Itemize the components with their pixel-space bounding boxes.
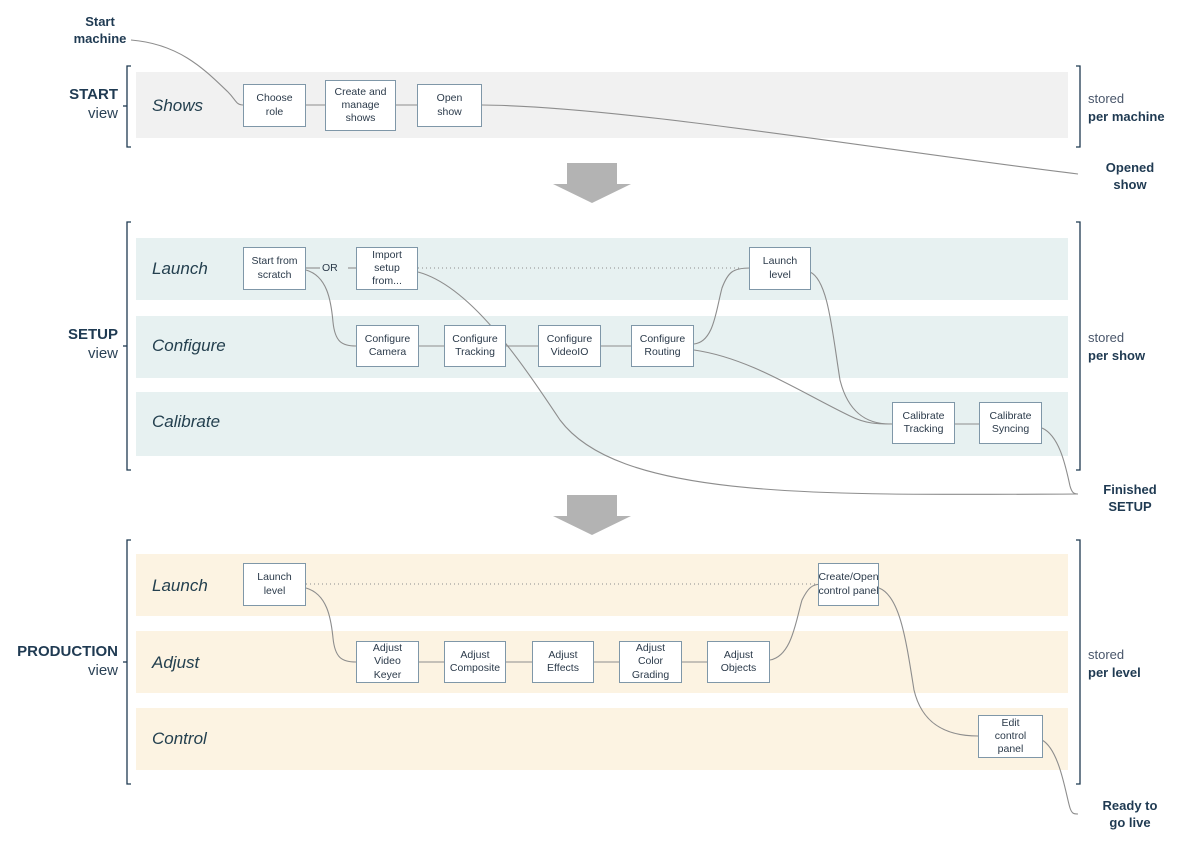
- box-label: Calibrate Syncing: [989, 409, 1032, 435]
- box-label: Configure Tracking: [452, 332, 498, 358]
- box-calibrate-tracking[interactable]: Calibrate Tracking: [892, 402, 955, 444]
- stored-prefix-start: stored: [1088, 91, 1125, 106]
- box-label: Create/Open control panel: [818, 571, 879, 597]
- box-label: Open show: [436, 92, 463, 118]
- box-configure-videoio[interactable]: Configure VideoIO: [538, 325, 601, 367]
- box-adjust-composite[interactable]: Adjust Composite: [444, 641, 506, 683]
- callout-finished-setup: Finished SETUP: [1082, 482, 1178, 516]
- section-label-start: START view: [0, 86, 118, 124]
- stored-label-production: stored per level: [1088, 646, 1141, 681]
- box-label: Import setup from...: [372, 248, 402, 288]
- row-title-start-shows: Shows: [152, 96, 204, 115]
- box-label: Choose role: [256, 92, 293, 118]
- box-label: Configure Routing: [639, 332, 686, 358]
- box-choose-role[interactable]: Choose role: [243, 84, 306, 127]
- callout-line-2: machine: [73, 30, 127, 46]
- stored-value-production: per level: [1088, 664, 1141, 680]
- section-label-start-bold: START: [69, 86, 118, 103]
- section-label-production: PRODUCTION view: [0, 643, 118, 681]
- callout-opened-show-line-1: Opened: [1105, 160, 1155, 175]
- box-label: Adjust Objects: [720, 648, 757, 674]
- stored-prefix-production: stored: [1088, 647, 1125, 662]
- callout-opened-show-line-2: show: [1113, 176, 1147, 192]
- box-label: Configure Camera: [364, 332, 411, 358]
- section-label-production-bold: PRODUCTION: [17, 643, 118, 660]
- box-create-open-control-panel[interactable]: Create/Open control panel: [818, 563, 879, 606]
- row-title-setup-calibrate: Calibrate: [152, 412, 221, 431]
- section-label-setup-view: view: [87, 344, 118, 362]
- stored-prefix-setup: stored: [1088, 330, 1125, 345]
- box-configure-camera[interactable]: Configure Camera: [356, 325, 419, 367]
- stored-value-start: per machine: [1088, 108, 1165, 124]
- callout-finished-setup-line-2: SETUP: [1108, 498, 1152, 514]
- section-label-production-view: view: [87, 661, 118, 679]
- box-label: Adjust Color Grading: [631, 642, 670, 681]
- box-label: Start from scratch: [251, 255, 298, 281]
- box-label: Launch level: [257, 571, 292, 597]
- box-edit-control-panel[interactable]: Edit control panel: [978, 715, 1043, 758]
- box-adjust-color-grading[interactable]: Adjust Color Grading: [619, 641, 682, 683]
- box-configure-routing[interactable]: Configure Routing: [631, 325, 694, 367]
- box-configure-tracking[interactable]: Configure Tracking: [444, 325, 506, 367]
- row-title-production-launch: Launch: [152, 576, 208, 595]
- box-label: Adjust Composite: [449, 648, 501, 674]
- box-label: Launch level: [762, 255, 798, 281]
- callout-ready-to-go-live: Ready to go live: [1082, 798, 1178, 832]
- box-adjust-objects[interactable]: Adjust Objects: [707, 641, 770, 683]
- box-production-launch-level[interactable]: Launch level: [243, 563, 306, 606]
- box-label: Adjust Effects: [547, 648, 579, 674]
- box-import-setup-from[interactable]: Import setup from...: [356, 247, 418, 290]
- box-adjust-video-keyer[interactable]: Adjust Video Keyer: [356, 641, 419, 683]
- section-label-setup-bold: SETUP: [67, 326, 118, 343]
- callout-finished-setup-line-1: Finished: [1103, 482, 1157, 497]
- connector-label-or: OR: [322, 262, 338, 274]
- callout-ready-line-2: go live: [1109, 814, 1151, 830]
- section-label-setup: SETUP view: [0, 326, 118, 364]
- section-label-start-view: view: [87, 104, 118, 122]
- box-label: Edit control panel: [994, 716, 1027, 756]
- row-title-production-control: Control: [152, 729, 207, 748]
- box-label: Configure VideoIO: [546, 332, 593, 358]
- box-setup-launch-level[interactable]: Launch level: [749, 247, 811, 290]
- box-label: Calibrate Tracking: [902, 409, 945, 435]
- stored-label-start: stored per machine: [1088, 90, 1165, 125]
- callout-start-machine: Start machine: [62, 14, 138, 48]
- box-calibrate-syncing[interactable]: Calibrate Syncing: [979, 402, 1042, 444]
- row-title-setup-configure: Configure: [152, 336, 226, 355]
- box-open-show[interactable]: Open show: [417, 84, 482, 127]
- stored-value-setup: per show: [1088, 347, 1146, 363]
- box-create-and-manage-shows[interactable]: Create and manage shows: [325, 80, 396, 131]
- box-start-from-scratch[interactable]: Start from scratch: [243, 247, 306, 290]
- row-title-setup-launch: Launch: [152, 259, 208, 278]
- callout-ready-line-1: Ready to: [1102, 798, 1158, 813]
- box-label: Adjust Video Keyer: [372, 642, 403, 681]
- box-label: Create and manage shows: [334, 85, 387, 125]
- row-title-production-adjust: Adjust: [152, 653, 200, 672]
- callout-opened-show: Opened show: [1082, 160, 1178, 194]
- box-adjust-effects[interactable]: Adjust Effects: [532, 641, 594, 683]
- callout-line-1: Start: [85, 14, 115, 29]
- stored-label-setup: stored per show: [1088, 329, 1145, 364]
